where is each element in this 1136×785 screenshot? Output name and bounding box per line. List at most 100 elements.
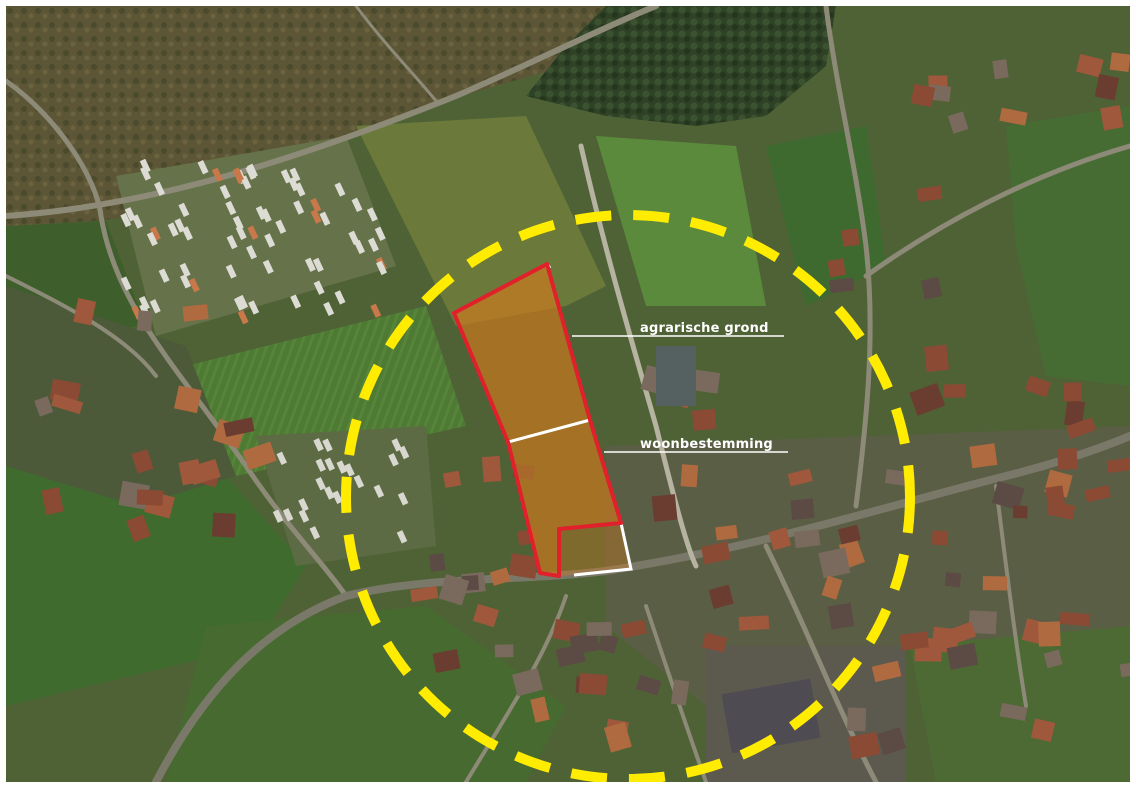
house bbox=[827, 258, 846, 278]
caravan bbox=[396, 530, 408, 544]
house bbox=[1119, 661, 1130, 678]
caravan bbox=[391, 438, 402, 452]
caravan bbox=[272, 509, 284, 523]
house bbox=[223, 417, 255, 438]
house bbox=[818, 547, 851, 579]
house bbox=[841, 228, 860, 247]
caravan bbox=[233, 296, 245, 311]
caravan bbox=[255, 205, 267, 221]
label-residential: woonbestemming bbox=[640, 437, 773, 452]
house bbox=[1084, 485, 1111, 503]
house bbox=[670, 679, 690, 706]
house bbox=[182, 304, 209, 322]
caravan bbox=[237, 310, 249, 325]
buildings-layer bbox=[34, 52, 1130, 760]
road-northeast bbox=[823, 6, 873, 509]
house bbox=[603, 721, 632, 753]
caravan bbox=[324, 486, 335, 500]
house bbox=[943, 384, 966, 398]
caravan bbox=[336, 460, 347, 474]
caravan bbox=[245, 165, 257, 180]
greenhouse bbox=[656, 346, 696, 406]
caravan bbox=[304, 257, 316, 272]
woodland-area bbox=[526, 6, 836, 126]
house bbox=[1038, 621, 1061, 647]
house bbox=[410, 585, 439, 603]
house bbox=[931, 530, 948, 546]
house bbox=[136, 310, 153, 332]
caravan bbox=[293, 200, 305, 215]
house bbox=[530, 696, 550, 723]
caravan bbox=[313, 438, 324, 452]
map-labels: agrarische grond woonbestemming bbox=[572, 321, 788, 453]
caravan bbox=[366, 207, 378, 222]
caravan bbox=[120, 276, 132, 291]
house bbox=[708, 584, 734, 610]
house bbox=[508, 553, 539, 579]
house bbox=[1063, 382, 1082, 402]
caravan bbox=[149, 226, 161, 241]
plot-overlay bbox=[452, 262, 633, 578]
house bbox=[691, 408, 717, 431]
house bbox=[1057, 448, 1078, 470]
path-dunes bbox=[354, 6, 438, 103]
caravan bbox=[309, 526, 321, 540]
caravan bbox=[275, 219, 287, 234]
house bbox=[1094, 73, 1119, 101]
house bbox=[73, 298, 97, 326]
house bbox=[884, 469, 911, 487]
residential-area bbox=[508, 420, 621, 576]
caravan bbox=[262, 259, 274, 275]
caravan bbox=[354, 239, 366, 255]
meadow-east bbox=[596, 136, 766, 306]
house bbox=[188, 459, 221, 486]
caravan bbox=[247, 225, 259, 240]
plot-outline bbox=[452, 262, 623, 578]
caravan bbox=[197, 160, 209, 175]
caravan bbox=[376, 260, 387, 276]
large-building bbox=[721, 678, 821, 754]
house bbox=[432, 649, 461, 674]
caravan bbox=[146, 231, 158, 247]
caravan bbox=[315, 477, 326, 491]
house bbox=[991, 481, 1025, 511]
caravan bbox=[188, 278, 200, 293]
house bbox=[651, 494, 678, 522]
caravan bbox=[226, 234, 238, 250]
field-south bbox=[166, 606, 566, 782]
terrain-layer bbox=[6, 6, 1130, 782]
house bbox=[136, 489, 164, 506]
house bbox=[946, 642, 979, 670]
house bbox=[569, 632, 600, 655]
caravan bbox=[225, 200, 237, 216]
road-west-branch bbox=[6, 274, 158, 378]
house bbox=[635, 674, 662, 696]
caravan bbox=[276, 451, 288, 466]
village-west bbox=[6, 286, 236, 506]
field-east bbox=[1006, 106, 1130, 386]
house bbox=[1024, 375, 1052, 398]
caravan bbox=[282, 508, 294, 522]
house bbox=[715, 524, 738, 541]
house bbox=[999, 702, 1028, 721]
caravan bbox=[179, 262, 191, 278]
house bbox=[511, 668, 544, 697]
house bbox=[597, 632, 619, 654]
caravan bbox=[120, 212, 132, 228]
house bbox=[924, 344, 950, 373]
house bbox=[787, 468, 813, 487]
house bbox=[1076, 54, 1104, 78]
caravan bbox=[178, 202, 190, 218]
house bbox=[916, 185, 943, 203]
caravan bbox=[138, 295, 150, 311]
house bbox=[837, 524, 861, 545]
caravan bbox=[324, 457, 335, 472]
house bbox=[41, 487, 64, 515]
house bbox=[429, 553, 446, 572]
caravan bbox=[140, 166, 152, 181]
house bbox=[472, 603, 499, 628]
house bbox=[620, 619, 647, 639]
agricultural-area bbox=[454, 264, 590, 442]
caravan bbox=[225, 264, 237, 279]
caravan bbox=[233, 167, 244, 182]
